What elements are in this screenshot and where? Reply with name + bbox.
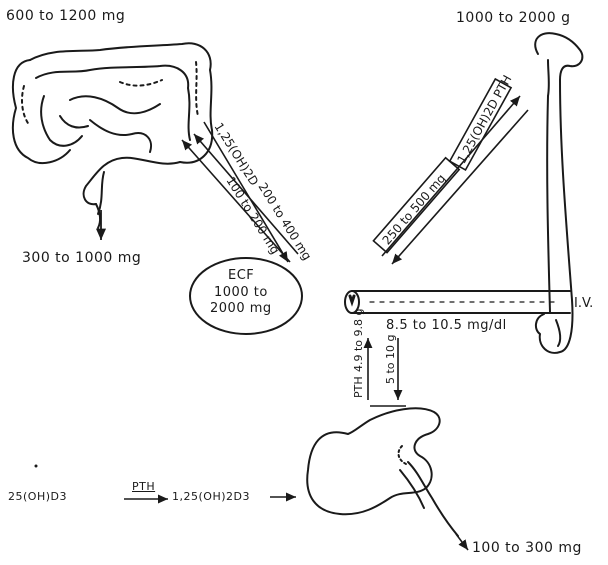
- svg-text:1,25(OH)2D PTH: 1,25(OH)2D PTH: [454, 73, 514, 166]
- bone-exchange-box: 250 to 500 mg: [373, 158, 459, 253]
- urine-loss-label: 100 to 300 mg: [472, 540, 582, 556]
- plasma-range-label: 8.5 to 10.5 mg/dl: [386, 318, 507, 333]
- bone-store-label: 1000 to 2000 g: [456, 10, 571, 26]
- svg-text:4.9 to 9.8 g: 4.9 to 9.8 g: [352, 308, 365, 372]
- urine-arrow: [456, 534, 468, 550]
- ecf-amount-line2: 2000 mg: [210, 301, 272, 316]
- vitd-precursor-label: 25(OH)D3: [8, 490, 67, 503]
- vitd-enzyme-label: PTH: [132, 480, 155, 493]
- blood-vessel-icon: [345, 291, 570, 313]
- kidney-icon: [307, 408, 458, 536]
- bone-exchange-arrows: [382, 96, 528, 264]
- kidney-filter-label: 5 to 10 g: [384, 334, 397, 384]
- ivc-label: I.V.: [574, 296, 593, 311]
- vitd-product-label: 1,25(OH)2D3: [172, 490, 250, 503]
- ecf-title: ECF: [228, 268, 254, 283]
- speck: [35, 465, 38, 468]
- svg-text:I.V.: I.V.: [574, 296, 593, 311]
- intestine-icon: [13, 43, 212, 228]
- svg-text:250 to 500 mg: 250 to 500 mg: [380, 171, 449, 247]
- bone-hormones-box: 1,25(OH)2D PTH: [450, 71, 516, 170]
- kidney-reabsorb-label: PTH 4.9 to 9.8 g: [352, 308, 365, 398]
- svg-text:PTH: PTH: [352, 376, 365, 398]
- fecal-loss-label: 300 to 1000 mg: [22, 250, 141, 266]
- svg-text:5 to 10 g: 5 to 10 g: [384, 334, 397, 384]
- dietary-intake-label: 600 to 1200 mg: [6, 8, 125, 24]
- ecf-amount-line1: 1000 to: [214, 285, 268, 300]
